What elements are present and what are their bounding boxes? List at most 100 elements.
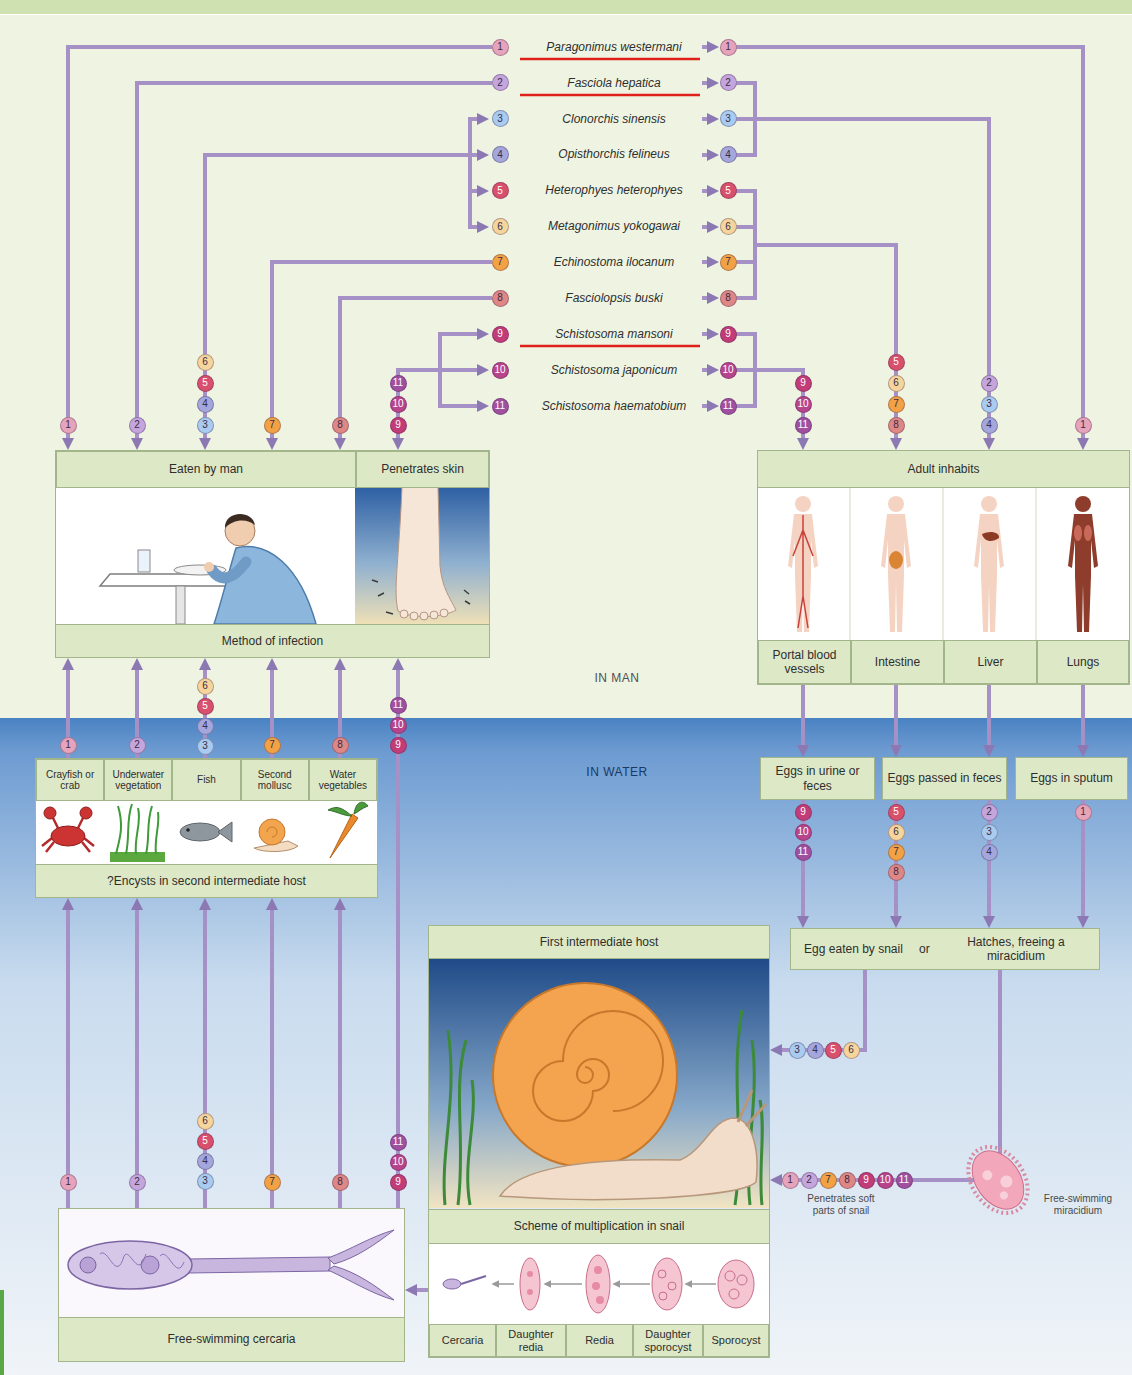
callout-badge: 3 (981, 824, 998, 841)
ground (0, 0, 1132, 14)
stage-figures (618, 1283, 650, 1285)
callout-number: 11 (393, 1137, 403, 1147)
callout-badge: 1 (60, 1174, 77, 1191)
cercaria-figure (141, 1256, 159, 1274)
callout-number: 11 (798, 847, 808, 857)
stage-figures (443, 1279, 461, 1289)
callout-number: 3 (986, 399, 992, 409)
stage-figures (429, 1243, 769, 1325)
foot-figure (355, 487, 489, 625)
callout-number: 7 (269, 1177, 275, 1187)
body-figures (758, 487, 1129, 640)
flow-arrow (778, 970, 1000, 1180)
callout-number: 10 (392, 399, 403, 409)
box-label: Penetrates skin (381, 462, 464, 476)
label-text: Penetrates soft parts of snail (795, 1193, 887, 1216)
callout-number: 4 (986, 847, 992, 857)
callout-badge: 6 (197, 678, 214, 695)
box-label: or (919, 942, 930, 956)
flow-arrow (801, 684, 805, 749)
ground (0, 14, 1132, 15)
flow-wire (702, 189, 711, 193)
callout-badge: 3 (197, 738, 214, 755)
label-text: Metagonimus yokogawai (548, 219, 680, 233)
callout-badge: 2 (720, 74, 737, 91)
stage-figures (461, 1276, 486, 1284)
miracidium-figure (956, 1136, 1040, 1225)
callout-badge: 10 (795, 396, 812, 413)
site-label: Lungs (1037, 640, 1129, 684)
callout-number: 4 (202, 721, 208, 731)
stage-figures (668, 1282, 676, 1290)
cercaria-figure (100, 1253, 184, 1268)
callout-number: 7 (893, 399, 899, 409)
body-figures (974, 496, 1004, 632)
box-label: Water vegetables (313, 769, 373, 792)
flow-wire (340, 298, 492, 442)
callout-badge: 7 (264, 737, 281, 754)
note-label: Free-swimming miracidium (1030, 1193, 1126, 1216)
host-figures (36, 800, 377, 865)
callout-badge: 3 (197, 1173, 214, 1190)
callout-badge: 11 (795, 844, 812, 861)
callout-number: 8 (497, 293, 503, 303)
callout-number: 5 (202, 1136, 208, 1146)
callout-badge: 8 (839, 1172, 856, 1189)
callout-badge: 11 (492, 398, 509, 415)
flow-wire (702, 225, 711, 229)
flow-arrow (338, 906, 342, 1208)
box-label: Eggs in urine or feces (764, 764, 871, 793)
box-label: Liver (977, 655, 1003, 669)
stage-figures (594, 1266, 602, 1274)
callout-number: 9 (800, 378, 806, 388)
miracidium-figure (998, 1190, 1009, 1201)
box-label: Intestine (875, 655, 920, 669)
hatch-box: Egg eaten by snailorHatches, freeing a m… (790, 928, 1100, 970)
species-name: Schistosoma mansoni (514, 325, 714, 343)
cercaria-figure (328, 1230, 394, 1264)
callout-badge: 9 (390, 737, 407, 754)
callout-badge: 4 (197, 1153, 214, 1170)
flow-wire (440, 332, 481, 336)
box-label: Redia (585, 1334, 614, 1346)
callout-number: 4 (202, 1156, 208, 1166)
stage-figures (520, 1258, 540, 1310)
callout-badge: 6 (888, 375, 905, 392)
snail-figure (500, 1118, 757, 1200)
box-label: Underwater vegetation (108, 769, 168, 792)
callout-badge: 4 (197, 718, 214, 735)
callout-number: 9 (395, 740, 401, 750)
ground (0, 718, 1132, 1375)
host-figures (116, 804, 158, 854)
callout-number: 8 (844, 1175, 850, 1185)
callout-badge: 9 (858, 1172, 875, 1189)
callout-number: 11 (723, 401, 733, 411)
miracidium-figure (962, 1141, 1035, 1219)
snail-panel: CercariaDaughter rediaRediaDaughter spor… (428, 925, 770, 1358)
callout-badge: 6 (492, 218, 509, 235)
flow-wire (440, 404, 481, 408)
species-name: Paragonimus westermani (514, 38, 714, 56)
cercaria-figure (59, 1209, 404, 1318)
label-text: IN WATER (586, 765, 647, 779)
callout-badge: 2 (129, 1174, 146, 1191)
callout-number: 2 (806, 1175, 812, 1185)
callout-badge: 7 (888, 844, 905, 861)
callout-badge: 10 (795, 824, 812, 841)
cercaria-figure (59, 1209, 404, 1318)
species-name: Heterophyes heterophyes (514, 182, 714, 200)
callout-number: 11 (899, 1175, 909, 1185)
host-figures (36, 800, 377, 865)
flow-wire (702, 45, 711, 49)
box-label: Cercaria (442, 1334, 484, 1346)
host-figures (328, 802, 368, 816)
callout-number: 9 (800, 807, 806, 817)
snail-figure (458, 1040, 466, 1205)
stage-label: Daughter redia (496, 1324, 566, 1357)
callout-number: 8 (893, 867, 899, 877)
callout-badge: 4 (807, 1042, 824, 1059)
callout-badge: 7 (264, 1174, 281, 1191)
callout-number: 7 (269, 740, 275, 750)
stage-figures (725, 1271, 735, 1281)
